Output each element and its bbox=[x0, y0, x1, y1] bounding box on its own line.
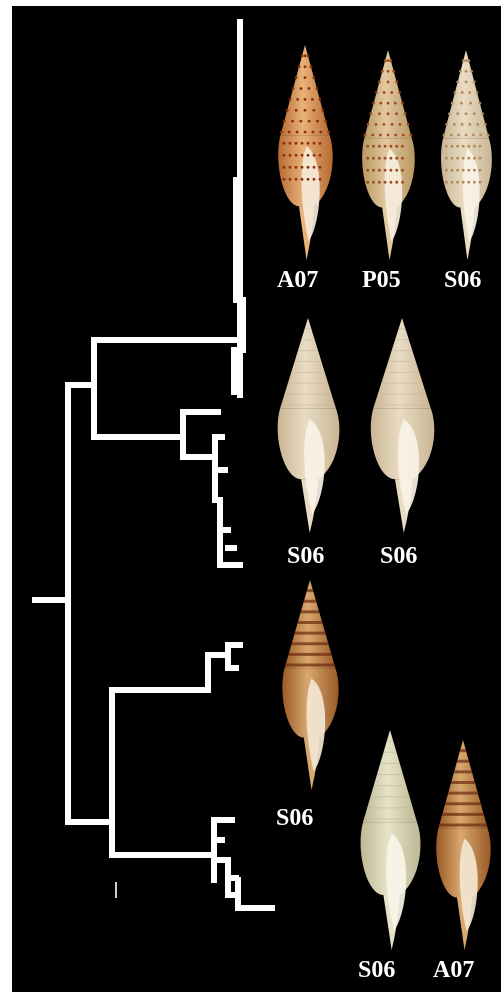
specimen-label: P05 bbox=[362, 268, 401, 292]
shell-image bbox=[278, 318, 340, 533]
shell-image bbox=[282, 580, 338, 790]
specimen-label: S06 bbox=[444, 268, 481, 292]
specimen-label: S06 bbox=[276, 806, 313, 830]
shell-image bbox=[361, 730, 421, 950]
specimen-label: S06 bbox=[358, 958, 395, 982]
shell-image bbox=[362, 50, 415, 260]
specimen-label: A07 bbox=[277, 268, 318, 292]
scale-bar bbox=[115, 882, 117, 898]
specimen-label: S06 bbox=[380, 544, 417, 568]
specimen-label: A07 bbox=[433, 958, 474, 982]
shell-image bbox=[371, 318, 435, 533]
tree-branches bbox=[35, 22, 272, 908]
shell-image bbox=[441, 50, 492, 260]
shell-image bbox=[278, 45, 332, 260]
shell-image bbox=[436, 740, 490, 950]
specimen-label: S06 bbox=[287, 544, 324, 568]
